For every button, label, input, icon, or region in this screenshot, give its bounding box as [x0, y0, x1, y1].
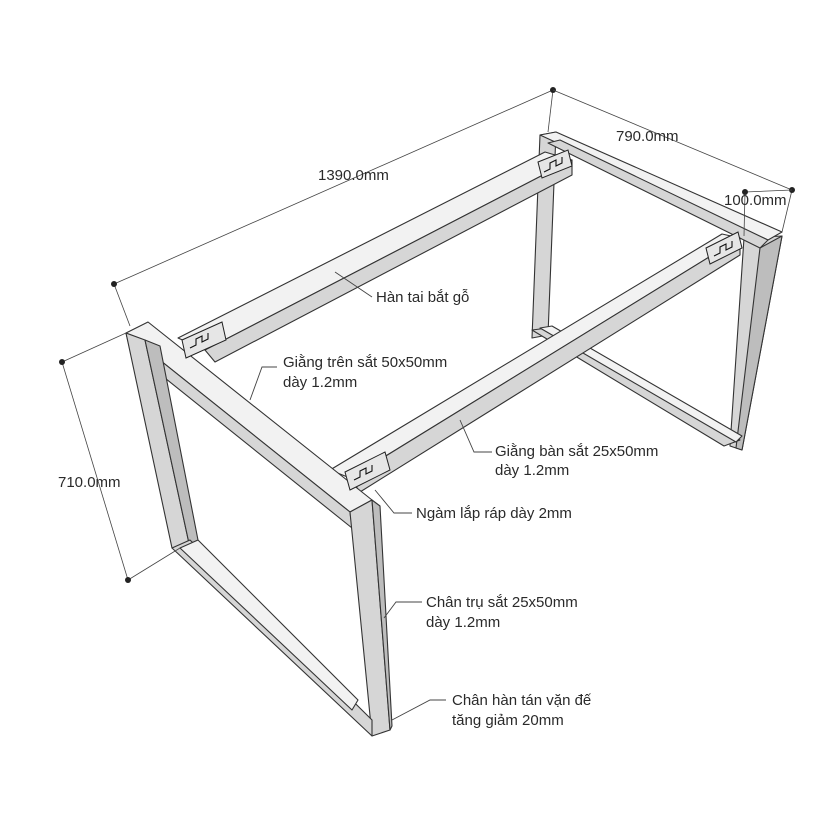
length-ext-right	[547, 89, 554, 133]
length-dimension-line	[113, 89, 554, 285]
foot-label-1: Chân hàn tán vặn đế	[452, 692, 592, 709]
height-dimension-line	[61, 361, 129, 581]
back-top-rail-face	[547, 139, 769, 249]
leg-label-2: dày 1.2mm	[426, 614, 500, 631]
joint-rear-right	[537, 149, 573, 179]
back-right-post-side	[735, 235, 783, 451]
width-label: 790.0mm	[616, 128, 679, 145]
table-brace-label-2: dày 1.2mm	[495, 462, 569, 479]
joint-front-right	[705, 231, 743, 265]
front-long-brace	[329, 233, 741, 493]
offset-dimension-line	[744, 189, 793, 193]
offset-label: 100.0mm	[724, 192, 787, 209]
foot-leader	[391, 699, 446, 721]
leg-label-1: Chân trụ sắt 25x50mm	[426, 594, 578, 611]
top-brace-label-1: Giằng trên sắt 50x50mm	[283, 354, 447, 371]
joint-rear-left	[181, 321, 227, 359]
width-ext-right	[781, 189, 793, 233]
table-frame	[125, 131, 783, 737]
front-bottom-rail-inner	[179, 539, 359, 711]
dimension-lines	[59, 87, 795, 583]
length-label: 1390.0mm	[318, 167, 389, 184]
leg-leader	[383, 601, 422, 619]
joint-label: Ngàm lắp ráp dày 2mm	[416, 505, 572, 522]
top-brace-label-2: dày 1.2mm	[283, 374, 357, 391]
offset-ext	[743, 191, 746, 237]
height-ext-bottom	[127, 547, 181, 581]
front-right-post-side	[371, 499, 393, 731]
foot-label-2: tăng giảm 20mm	[452, 712, 564, 729]
length-ext-left	[113, 283, 131, 327]
wood-tab-label: Hàn tai bắt gỗ	[376, 289, 469, 306]
table-brace-leader	[459, 419, 492, 453]
joint-leader	[374, 489, 412, 514]
top-brace-leader	[249, 366, 277, 401]
rear-brace-face	[204, 159, 573, 363]
front-bottom-rail	[171, 539, 373, 737]
joint-front-left	[344, 451, 391, 491]
front-leg-frame	[125, 321, 393, 737]
back-bottom-rail-top	[539, 325, 743, 443]
width-dimension-line	[552, 89, 793, 191]
height-label: 710.0mm	[58, 474, 121, 491]
assembly-joints	[181, 149, 743, 491]
wood-tab-leader	[334, 271, 373, 298]
height-ext-top	[61, 332, 127, 363]
back-leg-frame	[531, 131, 783, 451]
callouts: Hàn tai bắt gỗ Giằng trên sắt 50x50mm dà…	[249, 271, 658, 729]
table-brace-label-1: Giằng bàn sắt 25x50mm	[495, 443, 658, 460]
